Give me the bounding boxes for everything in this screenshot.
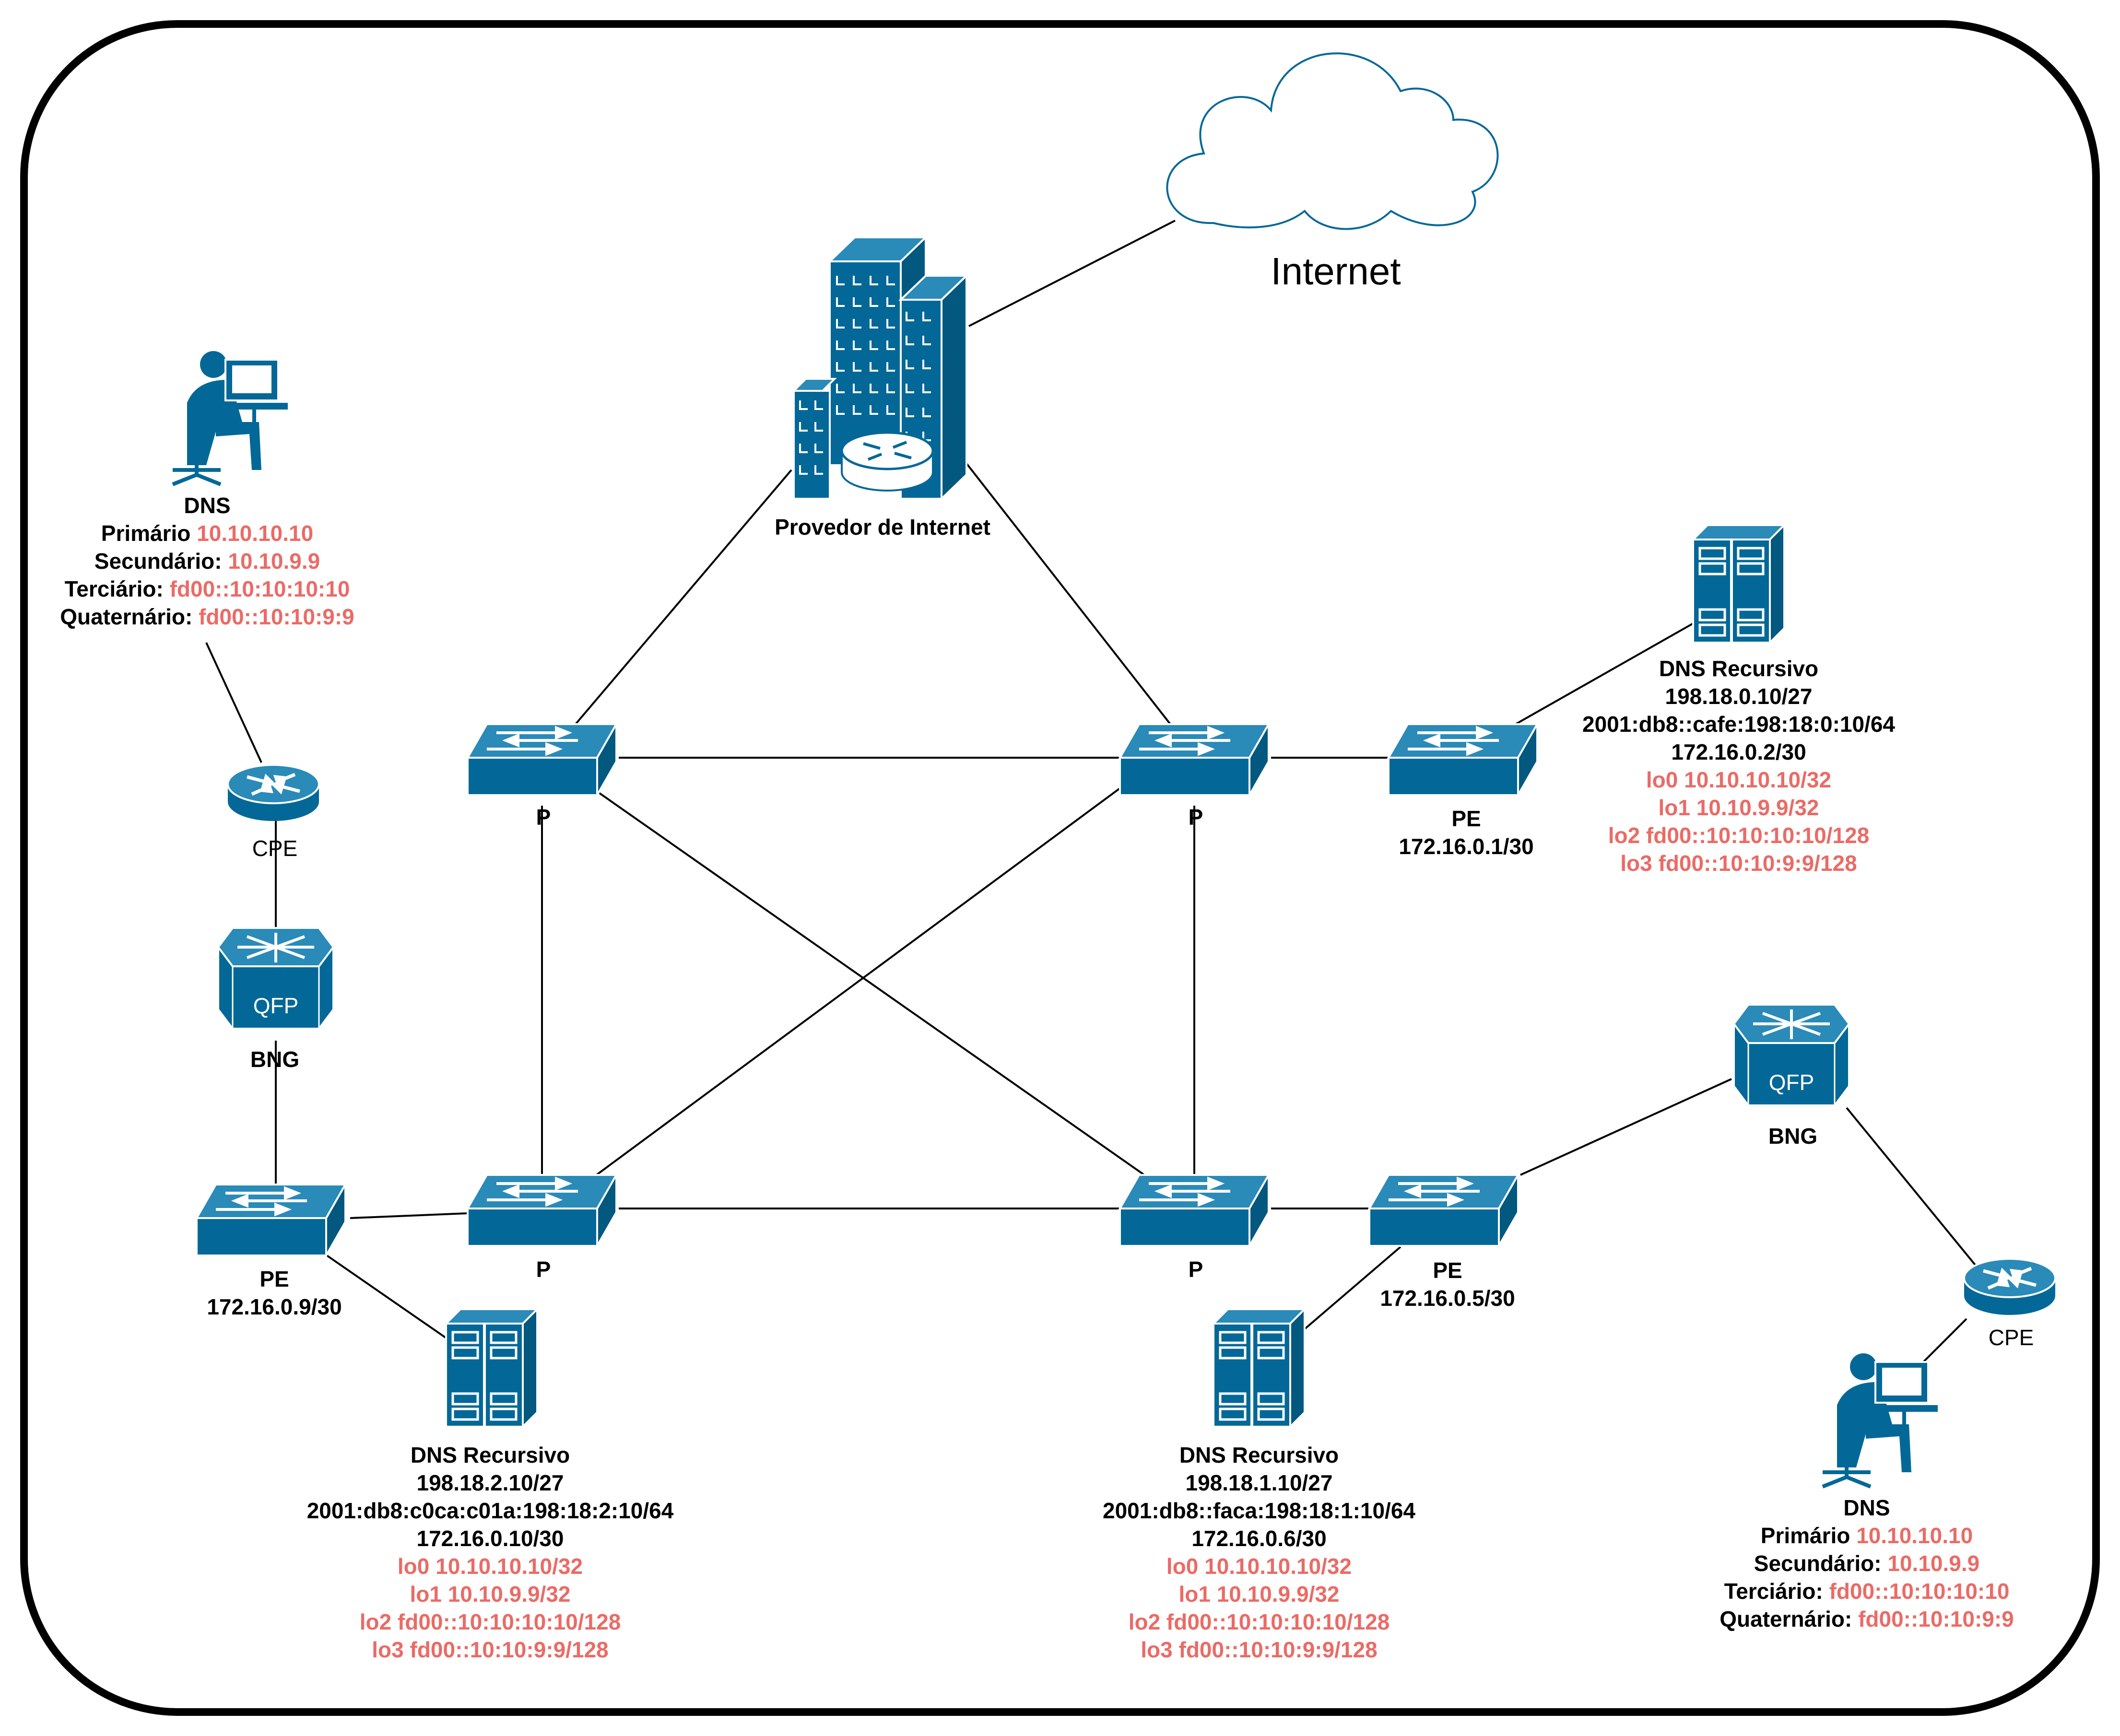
pe-top-switch-icon [1389,724,1537,795]
link-client-left-cpe-left [205,642,262,763]
p-top-right-label: P [1188,805,1203,830]
dns-top-loopback-3: lo3 fd00::10:10:9:9/128 [1620,851,1857,876]
pe-top-label: PE 172.16.0.1/30 [1399,805,1533,860]
bng-left-label: BNG [250,1047,300,1072]
dns-top-line-1: 2001:db8::cafe:198:18:0:10/64 [1582,712,1896,737]
dns-bottom-left-info: DNS Recursivo 198.18.2.10/27 2001:db8:c0… [307,1441,674,1664]
dns-top-loopback-0: lo0 10.10.10.10/32 [1646,767,1832,792]
dns-br-line-1: 2001:db8::faca:198:18:1:10/64 [1102,1498,1416,1523]
link-isp-internet [968,220,1176,327]
client-left-value-3: fd00::10:10:9:9 [199,604,354,629]
link-p-tl-p-br [589,786,1152,1181]
dns-br-line-0: 198.18.1.10/27 [1185,1470,1333,1495]
pe-right-name: PE [1433,1258,1462,1283]
dns-bottom-left-server-icon [446,1309,537,1427]
isp-building-icon [791,235,969,501]
dns-top-server-icon [1693,525,1784,643]
client-right-title: DNS [1843,1495,1890,1520]
dns-br-line-2: 172.16.0.6/30 [1191,1526,1327,1551]
client-left-key-3: Quaternário: [60,604,199,629]
cpe-right-router-icon [1964,1259,2055,1315]
dns-br-loopback-1: lo1 10.10.9.9/32 [1178,1582,1340,1607]
client-right-key-3: Quaternário: [1720,1607,1859,1631]
pe-right-ip: 172.16.0.5/30 [1380,1286,1515,1311]
client-right-value-2: fd00::10:10:10:10 [1829,1579,2010,1604]
link-pe-right-dns-br [1299,1246,1402,1334]
dns-bl-loopback-1: lo1 10.10.9.9/32 [410,1582,571,1607]
client-right-key-0: Primário [1760,1523,1857,1548]
client-left-key-0: Primário [101,521,197,546]
dns-bottom-right-info: DNS Recursivo 198.18.1.10/27 2001:db8::f… [1103,1441,1415,1664]
internet-label: Internet [1271,250,1401,293]
client-left-key-2: Terciário: [64,576,170,601]
link-isp-p-top-right [963,459,1171,725]
dns-bl-loopback-0: lo0 10.10.10.10/32 [397,1554,583,1579]
link-isp-p-top-left [575,469,792,725]
dns-bl-line-1: 2001:db8:c0ca:c01a:198:18:2:10/64 [306,1498,674,1523]
client-right-value-0: 10.10.10.10 [1856,1523,1973,1548]
p-top-right-switch-icon [1120,724,1269,795]
dns-top-line-0: 198.18.0.10/27 [1665,684,1813,709]
dns-top-info: DNS Recursivo 198.18.0.10/27 2001:db8::c… [1582,655,1895,877]
isp-label: Provedor de Internet [775,515,990,540]
cpe-left-router-icon [228,765,319,821]
bng-left-icon [218,928,333,1029]
dns-top-title: DNS Recursivo [1659,656,1819,681]
dns-bl-line-0: 198.18.2.10/27 [416,1470,564,1495]
dns-top-loopback-1: lo1 10.10.9.9/32 [1658,795,1819,820]
client-left-dns-settings: DNS Primário 10.10.10.10 Secundário: 10.… [60,492,354,631]
client-right-key-2: Terciário: [1724,1579,1829,1604]
link-p-tr-p-bl [589,786,1123,1181]
dns-bottom-right-server-icon [1213,1309,1305,1427]
link-pe-top-dns-top [1515,622,1694,725]
p-bottom-right-label: P [1188,1257,1203,1282]
dns-bl-loopback-3: lo3 fd00::10:10:9:9/128 [372,1637,609,1662]
client-right-value-3: fd00::10:10:9:9 [1858,1607,2014,1631]
dns-br-loopback-2: lo2 fd00::10:10:10:10/128 [1128,1609,1390,1634]
dns-br-loopback-0: lo0 10.10.10.10/32 [1166,1554,1352,1579]
client-left-value-1: 10.10.9.9 [228,549,320,574]
p-top-left-switch-icon [468,724,616,795]
link-bng-right-cpe-right [1846,1107,1977,1267]
pe-top-ip: 172.16.0.1/30 [1399,834,1534,859]
pe-top-name: PE [1451,806,1481,831]
client-right-dns-settings: DNS Primário 10.10.10.10 Secundário: 10.… [1720,1494,2014,1633]
p-bottom-left-label: P [536,1257,551,1282]
pe-left-name: PE [259,1267,289,1291]
client-left-key-1: Secundário: [94,549,228,574]
dns-bl-loopback-2: lo2 fd00::10:10:10:10/128 [359,1609,621,1634]
p-bottom-left-switch-icon [468,1175,616,1246]
dns-br-loopback-3: lo3 fd00::10:10:9:9/128 [1141,1637,1378,1662]
bng-right-icon [1734,1005,1849,1105]
pe-left-label: PE 172.16.0.9/30 [207,1265,342,1321]
bng-right-label: BNG [1768,1124,1818,1149]
cloud-icon [1166,52,1499,230]
dns-bl-line-2: 172.16.0.10/30 [416,1526,564,1551]
pe-right-label: PE 172.16.0.5/30 [1380,1256,1515,1312]
cpe-left-label: CPE [252,836,298,861]
p-top-left-label: P [536,805,551,830]
diagram-border [20,20,2100,1716]
links [205,220,1977,1382]
pe-left-ip: 172.16.0.9/30 [207,1294,342,1319]
dns-bl-title: DNS Recursivo [410,1443,570,1467]
client-right-key-1: Secundário: [1754,1551,1888,1576]
client-left-value-2: fd00::10:10:10:10 [169,576,350,601]
cpe-right-label: CPE [1988,1325,2034,1350]
pe-right-switch-icon [1369,1175,1518,1246]
link-pe-left-dns-bl [320,1251,447,1339]
link-pe-left-p-bl [350,1212,468,1219]
dns-br-title: DNS Recursivo [1179,1443,1339,1467]
client-left-title: DNS [184,493,231,518]
dns-top-loopback-2: lo2 fd00::10:10:10:10/128 [1608,823,1870,848]
pe-left-switch-icon [197,1185,345,1255]
client-right-value-1: 10.10.9.9 [1887,1551,1980,1576]
link-pe-right-bng-right [1520,1078,1732,1176]
client-left-value-0: 10.10.10.10 [197,521,314,546]
dns-top-line-2: 172.16.0.2/30 [1671,739,1806,764]
p-bottom-right-switch-icon [1120,1175,1269,1246]
